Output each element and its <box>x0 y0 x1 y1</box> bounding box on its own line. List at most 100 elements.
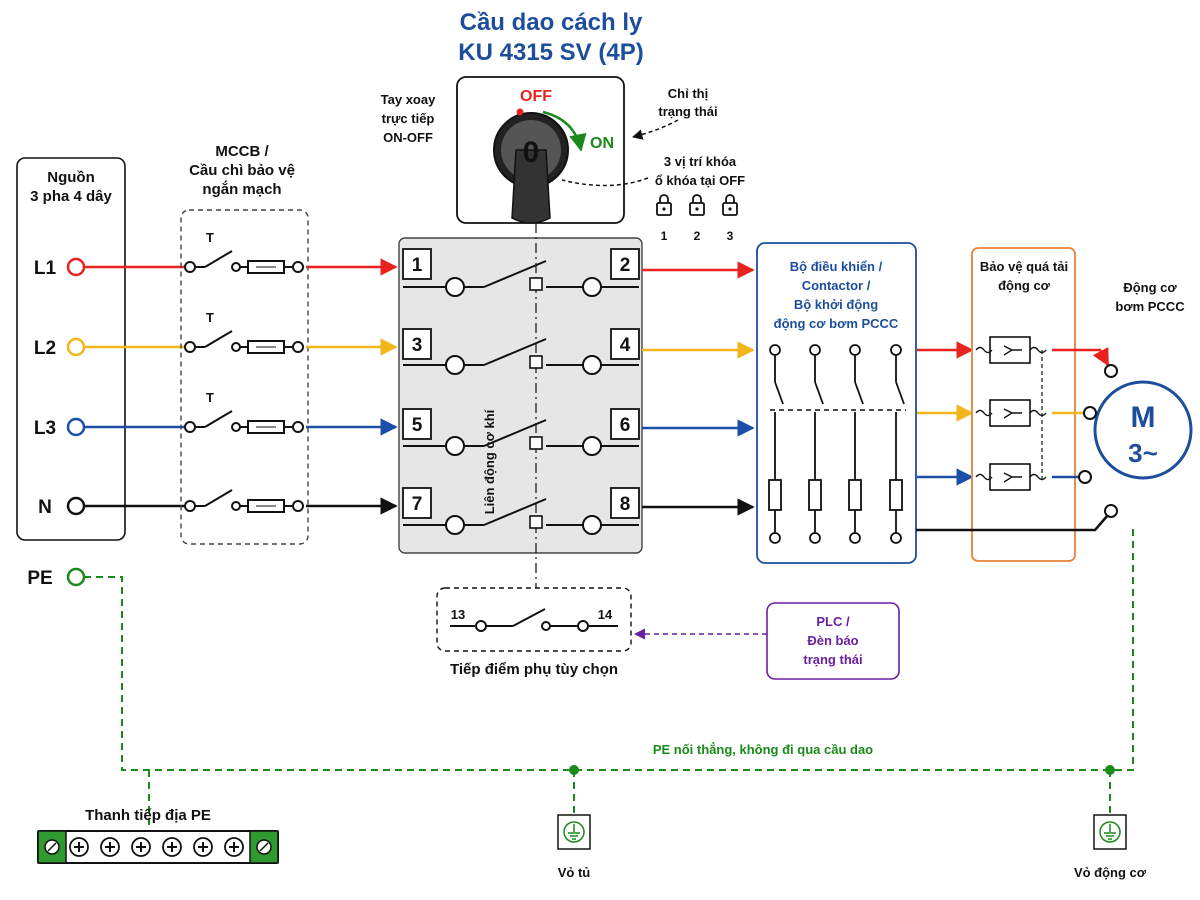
on-label: ON <box>590 135 614 152</box>
phase-label-pe: PE <box>27 568 52 589</box>
terminal-box-out <box>610 487 640 519</box>
contactor-pole <box>808 344 824 544</box>
overload-relay <box>975 336 1047 364</box>
terminal-l1 <box>66 257 86 277</box>
busbar-label: Thanh tiếp địa PE <box>85 807 211 824</box>
terminal-l3 <box>66 417 86 437</box>
motor-terminal-v <box>1083 406 1097 420</box>
motor-m: M <box>1131 401 1156 434</box>
handle-label-line-2: trực tiếp <box>382 111 435 126</box>
terminal-in-number: 3 <box>412 335 423 356</box>
mccb-rows: T T T <box>184 230 304 513</box>
handle-label-line-1: Tay xoay <box>381 92 436 107</box>
cabinet-earth-label: Vỏ tủ <box>558 865 591 880</box>
terminal-in-number: 7 <box>412 494 423 515</box>
trip-mark: T <box>206 390 214 405</box>
terminal-box-in <box>402 248 432 280</box>
controller-line-2: Contactor / <box>802 278 871 293</box>
overload-relays <box>975 336 1047 491</box>
terminal-box-out <box>610 408 640 440</box>
phase-label-l2: L2 <box>34 338 56 359</box>
motor-earth-symbol <box>1093 814 1127 850</box>
source-label-line-2: 3 pha 4 dây <box>30 188 112 205</box>
motor-label-line-2: bơm PCCC <box>1115 299 1185 314</box>
aux-label: Tiếp điểm phụ tùy chọn <box>450 661 618 678</box>
trip-mark: T <box>206 230 214 245</box>
source-label-line-1: Nguồn <box>47 169 94 186</box>
mccb-pole: T <box>184 310 304 354</box>
mccb-pole: T <box>184 390 304 434</box>
phase-label-n: N <box>38 497 52 518</box>
busbar-screw-icon <box>69 837 89 857</box>
on-rotation-arrow <box>542 110 587 152</box>
indicator-pointer <box>631 119 679 140</box>
terminal-in-number: 1 <box>412 255 423 276</box>
linkage-label: Liên động cơ khí <box>482 409 497 514</box>
padlock-number: 2 <box>694 229 701 243</box>
contactor-pole <box>889 344 905 544</box>
terminal-box-in <box>402 328 432 360</box>
power-source-block: Nguồn 3 pha 4 dây L1 L2 L3 N <box>16 157 126 541</box>
padlock-icon: 2 <box>689 194 705 243</box>
motor-label-line-1: Động cơ <box>1123 280 1177 295</box>
terminal-l2 <box>66 337 86 357</box>
overload-line-1: Bảo vệ quá tải <box>980 259 1068 274</box>
lock-label-line-2: ổ khóa tại OFF <box>655 173 745 188</box>
padlock-icon: 3 <box>722 194 738 243</box>
padlock-icon: 1 <box>656 194 672 243</box>
wire-n-to-motor <box>916 514 1109 532</box>
padlock-number: 1 <box>661 229 668 243</box>
contactor-poles <box>768 344 905 544</box>
busbar-screw-icon <box>162 837 182 857</box>
phase-label-l3: L3 <box>34 418 56 439</box>
plc-line-3: trạng thái <box>803 652 862 667</box>
aux-terminal-13: 13 <box>451 607 465 622</box>
terminal-out-number: 4 <box>620 335 631 356</box>
terminal-box-out <box>610 248 640 280</box>
terminal-out-number: 6 <box>620 415 631 436</box>
terminal-in-number: 5 <box>412 415 423 436</box>
controller-block <box>756 242 917 564</box>
indicator-label-line-2: trạng thái <box>658 104 717 119</box>
controller-line-4: động cơ bơm PCCC <box>774 316 899 331</box>
motor-symbol: M 3~ <box>1093 380 1193 480</box>
auxiliary-contact-block: 13 14 <box>436 587 632 652</box>
pe-note: PE nối thẳng, không đi qua cầu dao <box>653 742 873 757</box>
handle-dial-zero: 0 <box>523 136 540 169</box>
pe-node-cabinet <box>569 765 579 775</box>
mccb-block <box>180 209 309 545</box>
terminal-n <box>66 496 86 516</box>
trip-mark: T <box>206 310 214 325</box>
lock-pointer <box>561 177 649 187</box>
lock-label-line-1: 3 vị trí khóa <box>664 154 737 169</box>
motor-earth-label: Vỏ động cơ <box>1074 865 1147 880</box>
mccb-label-line-3: ngắn mạch <box>202 180 281 198</box>
off-label: OFF <box>520 88 552 105</box>
wire-l1-to-motor <box>1052 346 1110 367</box>
mccb-label-line-2: Cầu chì bảo vệ <box>189 162 295 179</box>
controller-line-3: Bộ khởi động <box>794 297 878 312</box>
handle-label-line-3: ON-OFF <box>383 130 433 145</box>
mccb-pole <box>184 489 304 513</box>
mccb-label-line-1: MCCB / <box>215 143 269 160</box>
motor-phase: 3~ <box>1128 438 1158 468</box>
terminal-box-in <box>402 408 432 440</box>
off-dot <box>516 108 524 116</box>
title-line-1: Cầu dao cách ly <box>460 9 643 36</box>
contactor-pole <box>768 344 784 544</box>
rotary-handle-panel[interactable]: 0 OFF ON <box>456 76 625 224</box>
cabinet-earth-symbol <box>557 814 591 850</box>
phase-label-l1: L1 <box>34 258 57 279</box>
terminal-box-out <box>610 328 640 360</box>
pe-busbar <box>37 830 279 864</box>
padlock-number: 3 <box>727 229 734 243</box>
pe-conductor <box>84 525 1134 771</box>
rotary-handle[interactable] <box>511 149 551 224</box>
padlock-group: 1 2 3 <box>656 194 738 243</box>
isolator-switch-body <box>398 237 643 554</box>
plc-block <box>766 602 900 680</box>
